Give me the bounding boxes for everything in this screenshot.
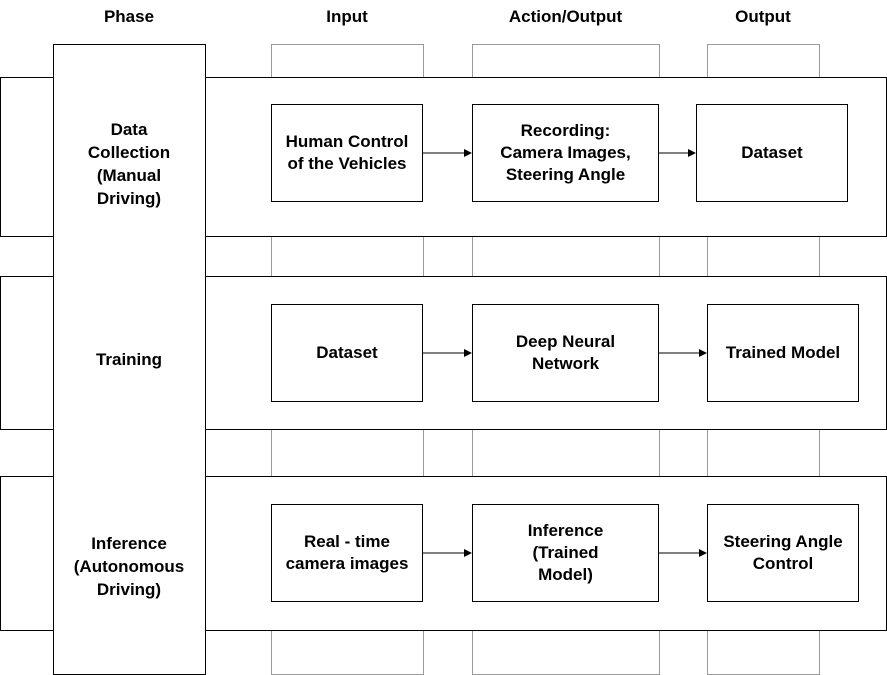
node-inference-model: Inference (Trained Model) — [472, 504, 659, 602]
header-input: Input — [326, 7, 368, 26]
phase-label-inference: Inference (Autonomous Driving) — [73, 534, 185, 599]
header-output: Output — [735, 7, 791, 26]
node-recording: Recording: Camera Images, Steering Angle — [472, 104, 659, 202]
node-trained-model: Trained Model — [707, 304, 859, 402]
header-phase: Phase — [103, 7, 155, 26]
header-action-output: Action/Output — [508, 7, 623, 26]
node-dataset-input: Dataset — [271, 304, 423, 402]
node-real-time-camera: Real - time camera images — [271, 504, 423, 602]
node-human-control: Human Control of the Vehicles — [271, 104, 423, 202]
phase-column — [53, 44, 206, 675]
node-dataset-output: Dataset — [696, 104, 848, 202]
node-steering-control: Steering Angle Control — [707, 504, 859, 602]
node-deep-neural-network: Deep Neural Network — [472, 304, 659, 402]
phase-label-data-collection: Data Collection (Manual Driving) — [87, 120, 171, 208]
phase-label-training: Training — [95, 350, 163, 369]
